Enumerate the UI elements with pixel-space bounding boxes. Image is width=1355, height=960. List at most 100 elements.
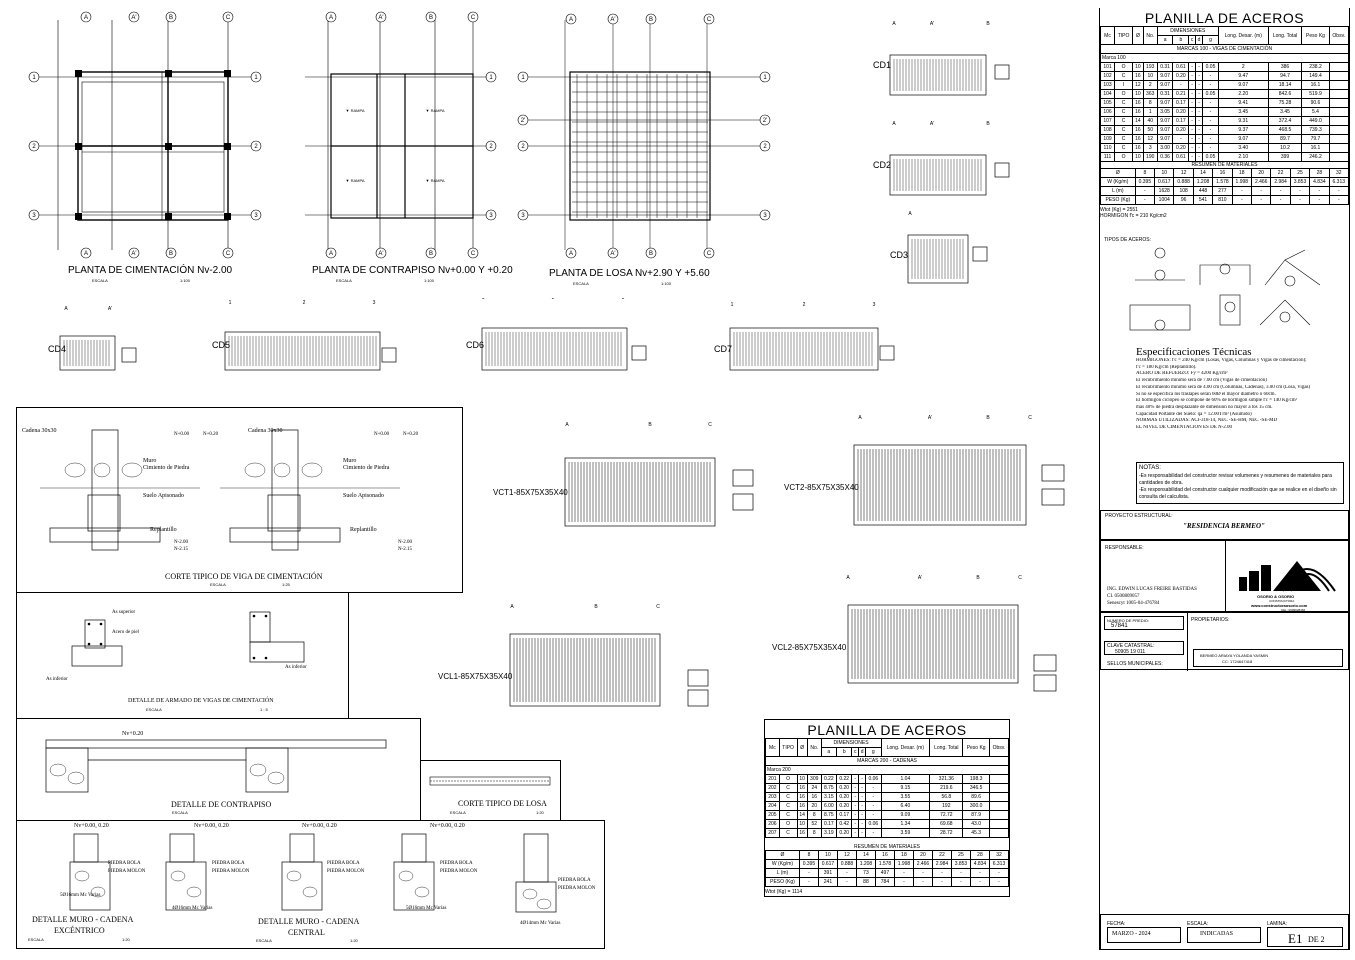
schedule-1-title: PLANILLA DE ACEROS xyxy=(1144,10,1305,26)
beam-label-vcl2: VCL2-85X75X35X40 xyxy=(772,643,847,652)
tb-escala-value: INDICADAS xyxy=(1200,931,1233,937)
detalle-armado-drawing xyxy=(71,611,305,667)
svg-text:▼ RAMPA: ▼ RAMPA xyxy=(426,108,445,113)
specs-line: El recubrimiento mínimo será de 7.00 cm … xyxy=(1136,378,1267,384)
schedule-1-wtot-value: 2551 xyxy=(1126,207,1138,213)
svg-text:A': A' xyxy=(378,15,383,21)
tb-propietario-label: PROPIETARIOS: xyxy=(1191,617,1230,623)
svg-text:B: B xyxy=(986,415,990,421)
plan-losa-scale: 1:100 xyxy=(661,281,672,286)
svg-text:B: B xyxy=(594,604,598,610)
svg-text:A: A xyxy=(892,21,896,27)
muro-central-title-2: CENTRAL xyxy=(288,928,325,937)
svg-text:B: B xyxy=(648,422,652,428)
plan-cimentacion-title: PLANTA DE CIMENTACIÓN Nv-2.00 xyxy=(68,265,233,276)
svg-text:3: 3 xyxy=(622,298,625,301)
level-nv000-3: Nv+0.00, 0.20 xyxy=(302,823,337,829)
label-as-inferior-2: As inferior xyxy=(285,665,307,670)
tipos-aceros-diagram xyxy=(1129,247,1321,331)
svg-text:A: A xyxy=(569,251,573,257)
beam-label-vct1: VCT1-85X75X35X40 xyxy=(493,488,568,497)
detalle-muro-drawing xyxy=(69,833,557,913)
specs-title: Especificaciones Técnicas xyxy=(1136,346,1252,358)
level-nv000-4: Nv+0.00, 0.20 xyxy=(430,823,465,829)
label-piedra-molon-3: PIEDRA MOLON xyxy=(327,869,365,874)
detalle-armado-scale: 1 : 5 xyxy=(260,707,268,712)
label-muro-1: Muro xyxy=(143,458,157,464)
tb-responsable: RESPONSABLE: ING. EDWIN LUCAS FREIRE BAS… xyxy=(1100,540,1349,613)
svg-text:A': A' xyxy=(918,575,922,581)
tb-proyecto: PROYECTO ESTRUCTURAL: "RESIDENCIA BERMEO… xyxy=(1100,510,1349,540)
svg-text:B: B xyxy=(429,15,433,21)
schedule-2-wtot: Wtot (Kg) = xyxy=(765,889,791,895)
tb-lamina-value: E1 xyxy=(1288,931,1303,946)
svg-text:2: 2 xyxy=(254,144,258,150)
tb-lamina-label: LAMINA: xyxy=(1267,921,1288,927)
svg-text:C: C xyxy=(471,15,476,21)
detalle-contrapiso-title: DETALLE DE CONTRAPISO xyxy=(171,800,272,809)
muro-excentrico-title-2: EXCÉNTRICO xyxy=(54,926,105,935)
label-varias-1: 5Ø16mm Mc Varias xyxy=(60,893,101,898)
svg-text:▼ RAMPA: ▼ RAMPA xyxy=(346,178,365,183)
tb-responsable-ci: CI. 0500809057 xyxy=(1107,594,1140,599)
schedule-2-title: PLANILLA DE ACEROS xyxy=(807,722,967,738)
label-replantillo-1: Replantillo xyxy=(150,527,177,533)
tb-lamina-de: DE 2 xyxy=(1308,935,1325,944)
svg-text:A': A' xyxy=(131,15,136,21)
company-name: OSORIO & OSORIO xyxy=(1257,594,1295,599)
svg-text:1: 1 xyxy=(482,298,485,301)
svg-text:3: 3 xyxy=(254,213,258,219)
label-varias-2: 4Ø16mm Mc Varias xyxy=(172,906,213,911)
label-piedra-molon-4: PIEDRA MOLON xyxy=(440,869,478,874)
svg-text:A': A' xyxy=(930,21,934,27)
notes-box: NOTAS: -Es responsabilidad del construct… xyxy=(1136,462,1344,504)
svg-text:A: A xyxy=(329,15,333,21)
specs-line: HORMIGONES: f'c = 240 Kg/cm (Losas, Viga… xyxy=(1136,358,1307,363)
notes-title: NOTAS: xyxy=(1139,465,1161,471)
svg-text:3: 3 xyxy=(763,213,767,219)
corte-viga-drawing xyxy=(40,429,400,551)
company-logo xyxy=(1239,561,1336,592)
schedule-2-section: MARCAS 200 - CADENAS xyxy=(765,756,1009,766)
muro-excentrico-scale: 1:20 xyxy=(122,937,130,942)
tb-propietario-ci: CC: 1724647418 xyxy=(1222,659,1253,664)
svg-text:A: A xyxy=(565,422,569,428)
company-sub: CONSTRUCTORA xyxy=(1269,599,1295,603)
tb-proyecto-value: "RESIDENCIA BERMEO" xyxy=(1183,522,1265,530)
svg-text:2: 2 xyxy=(32,144,36,150)
level-nv020: Nv+0.20 xyxy=(122,731,144,737)
svg-text:C: C xyxy=(708,422,712,428)
level-n215-1: N-2.15 xyxy=(174,547,189,552)
svg-text:B: B xyxy=(986,121,990,127)
label-piedra-molon-2: PIEDRA MOLON xyxy=(212,869,250,874)
svg-text:C: C xyxy=(226,251,231,257)
svg-text:A': A' xyxy=(131,251,136,257)
company-cel: CEL: 0999928484 xyxy=(1281,608,1306,612)
svg-text:3: 3 xyxy=(873,302,876,308)
tb-proyecto-label: PROYECTO ESTRUCTURAL: xyxy=(1105,513,1173,519)
schedule-1-section: MARCAS 100 - VIGAS DE CIMENTACIÓN xyxy=(1100,44,1349,54)
note-line: -Es responsabilidad del constructor revi… xyxy=(1139,473,1332,486)
svg-text:A: A xyxy=(84,15,88,21)
beam-label-vct2: VCT2-85X75X35X40 xyxy=(784,483,859,492)
svg-text:A: A xyxy=(908,211,912,217)
svg-text:2: 2 xyxy=(552,298,555,301)
beam-label-vcl1: VCL1-85X75X35X40 xyxy=(438,672,513,681)
specs-line: Si no se especifica los traslapes serán … xyxy=(1136,391,1276,397)
